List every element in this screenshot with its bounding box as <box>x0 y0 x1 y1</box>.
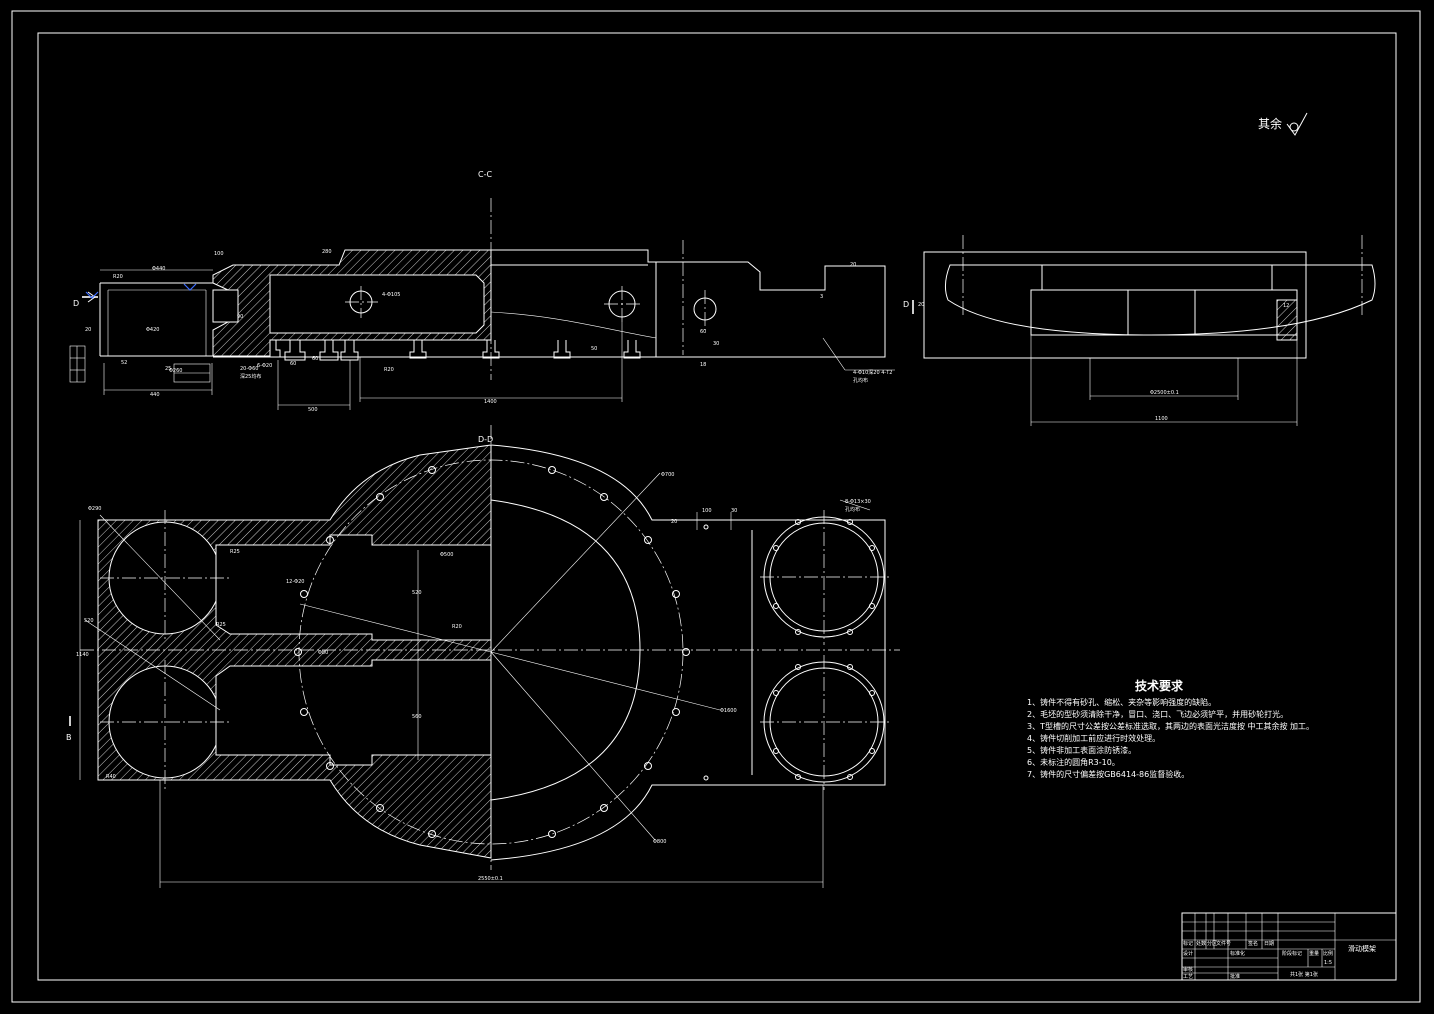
section-d-mark-right: D <box>903 300 909 309</box>
tb-row-process: 工艺 <box>1183 974 1193 980</box>
dim-side-1: Φ2500±0.1 <box>1150 390 1179 396</box>
dim-side-3: 20 <box>918 302 924 308</box>
outer-border <box>11 10 1421 1003</box>
tb-scale: 1:5 <box>1324 960 1332 966</box>
marker-blue-2-icon <box>85 291 99 299</box>
tb-h-zone: 分区 <box>1207 940 1217 947</box>
tech-requirements-title: 技术要求 <box>1135 678 1184 693</box>
tech-req-item-4: 4、铸件切削加工前应进行时效处理。 <box>1027 733 1160 743</box>
note-slot-2: 深25均布 <box>240 373 261 380</box>
dim-dd-11: Φ1600 <box>720 708 737 714</box>
dim-cc-10: 500 <box>308 407 318 413</box>
dim-cc-2: Φ440 <box>152 266 165 272</box>
tb-part-name: 滑动模架 <box>1348 944 1376 953</box>
dim-cc-1: R20 <box>113 274 123 280</box>
dim-cc-16: R20 <box>384 367 394 373</box>
dim-dd-6: 1140 <box>76 652 89 658</box>
dim-dd-r20: R20 <box>452 624 462 630</box>
dim-dd-r25b: R25 <box>216 622 226 628</box>
dim-cc-24: 60 <box>312 356 318 362</box>
dim-dd-2: Φ700 <box>661 472 674 478</box>
inner-border <box>37 32 1397 981</box>
dim-cc-21: 18 <box>700 362 706 368</box>
tech-req-item-3: 3、T型槽的尺寸公差按公差标准选取，其两边的表面光洁度按 中工其余按 加工。 <box>1027 721 1314 731</box>
tb-row-review: 审核 <box>1183 966 1193 973</box>
section-d-mark-top: D <box>73 299 79 308</box>
section-cc: C-C <box>69 170 895 413</box>
tb-h-count: 处数 <box>1196 940 1206 947</box>
dim-dd-1: Φ290 <box>88 506 101 512</box>
tech-requirements: 技术要求 1、铸件不得有砂孔、缩松、夹杂等影响强度的缺陷。 2、毛坯的型砂须清除… <box>1027 678 1314 779</box>
dim-dd-9: 560 <box>412 714 422 720</box>
dim-cc-3: Φ420 <box>146 327 159 333</box>
arrow-d-icon <box>87 291 96 303</box>
dim-dd-18: 孔均布 <box>845 506 860 513</box>
dim-side-2: 1100 <box>1155 416 1168 422</box>
cc-dimensions: R20 Φ440 Φ420 20 52 25 100 60 440 500 14… <box>85 249 892 413</box>
dim-cc-20: 30 <box>713 341 719 347</box>
dim-dd-10: R40 <box>106 774 116 780</box>
tb-stage: 阶段标记 <box>1282 950 1302 957</box>
note-holes: 4-Φ10深20 4-T2 <box>853 369 892 376</box>
tech-req-item-7: 7、铸件的尺寸偏差按GB6414-86监督验收。 <box>1027 769 1189 779</box>
dim-dd-7: Φ80 <box>318 650 328 656</box>
dim-cc-9: 440 <box>150 392 160 398</box>
dim-cc-19: 50 <box>591 346 597 352</box>
section-cc-label: C-C <box>478 170 492 179</box>
dim-dd-16: 20 <box>671 519 677 525</box>
note-slot: 20-Φ60 <box>240 366 258 372</box>
dim-cc-7: 100 <box>214 251 224 257</box>
tb-sheets: 共1张 第1张 <box>1290 971 1318 978</box>
dim-dd-5: 520 <box>412 590 422 596</box>
tb-h-mark: 标记 <box>1183 940 1193 947</box>
dim-cc-14: 20 <box>850 262 856 268</box>
title-block: 滑动模架 标记 处数 分区 文件号 签名 日期 设计 审核 工艺 标准化 批准 … <box>1181 912 1397 981</box>
tech-req-item-6: 6、未标注的圆角R3-10。 <box>1027 757 1120 767</box>
dim-cc-6: 25 <box>165 366 171 372</box>
dim-cc-23: Φ260 <box>169 368 182 374</box>
dim-cc-8: 60 <box>290 361 296 367</box>
dim-cc-11: 1400 <box>484 399 497 405</box>
dim-cc-4: 20 <box>85 327 91 333</box>
surface-finish-mark: 其余 <box>1258 112 1308 136</box>
tech-req-item-2: 2、毛坯的型砂须清除干净，冒口、浇口、飞边必须铲平，并用砂轮打光。 <box>1027 709 1288 719</box>
marker-blue-1-icon <box>183 283 197 291</box>
side-view: D Φ2500±0.1 1100 20 12 <box>903 235 1376 426</box>
dim-dd-13: 2550±0.1 <box>478 876 503 882</box>
tb-ratio: 比例 <box>1323 950 1333 957</box>
dim-dd-14: 100 <box>702 508 712 514</box>
dim-cc-17: 6-Φ20 <box>257 363 272 369</box>
dim-cc-13: 280 <box>322 249 332 255</box>
surface-finish-label: 其余 <box>1258 116 1282 131</box>
section-dd-label: D-D <box>478 435 493 444</box>
tech-req-item-5: 5、铸件非加工表面涂防锈漆。 <box>1027 745 1136 755</box>
tb-std: 标准化 <box>1230 950 1245 957</box>
dim-dd-17: 8-Φ13×30 <box>845 499 871 505</box>
dim-dd-3: R25 <box>230 549 240 555</box>
dim-dd-8: 12-Φ20 <box>286 579 304 585</box>
tb-h-date: 日期 <box>1264 941 1274 947</box>
bolt-holes <box>294 466 875 838</box>
note-holes-2: 孔均布 <box>853 377 868 384</box>
dd-dimensions: Φ290 Φ700 R25 Φ500 520 1140 Φ80 12-Φ20 5… <box>76 472 871 882</box>
dim-dd-15: 30 <box>731 508 737 514</box>
tb-h-doc: 文件号 <box>1216 940 1231 947</box>
section-dd: D-D <box>66 425 900 888</box>
tb-row-design: 设计 <box>1183 950 1193 957</box>
dim-cc-18: 3 <box>820 294 823 300</box>
dim-side-4: 12 <box>1283 303 1289 309</box>
tb-approve: 批准 <box>1230 973 1240 980</box>
dim-cc-5: 52 <box>121 360 127 366</box>
dim-cc-12: 4-Φ105 <box>382 292 400 298</box>
dim-cc-15: 60 <box>700 329 706 335</box>
dim-cc-22: 90 <box>237 314 243 320</box>
dim-dd-12: Φ800 <box>653 839 666 845</box>
dim-dd-520: 520 <box>84 618 94 624</box>
tb-h-sign: 签名 <box>1248 940 1258 947</box>
tb-weight: 重量 <box>1309 950 1319 957</box>
section-b-mark: B <box>66 733 72 742</box>
tech-req-item-1: 1、铸件不得有砂孔、缩松、夹杂等影响强度的缺陷。 <box>1027 697 1216 707</box>
dim-dd-4: Φ500 <box>440 552 453 558</box>
